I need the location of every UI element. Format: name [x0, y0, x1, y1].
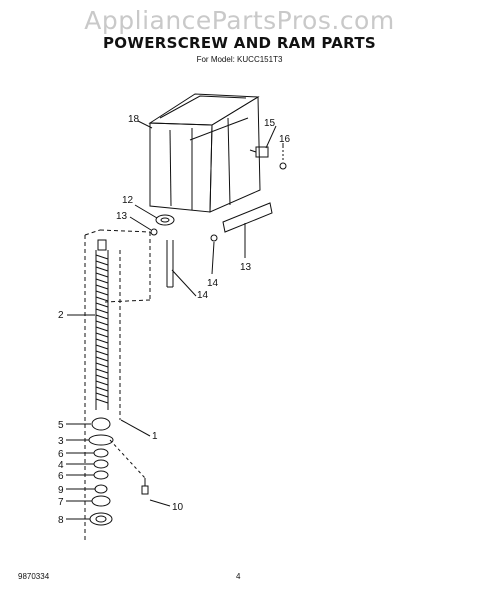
- bolt-10: [109, 439, 149, 495]
- ram-box: [148, 93, 261, 213]
- page-title: POWERSCREW AND RAM PARTS: [103, 34, 376, 52]
- rod-16: [166, 240, 174, 288]
- channel-15: [222, 202, 273, 258]
- callout-2: 2: [58, 310, 64, 321]
- callout-5: 5: [58, 420, 64, 431]
- callout-16: 14: [197, 290, 209, 301]
- part-14: [210, 234, 218, 242]
- callout-6b: 6: [58, 471, 64, 482]
- callout-15: 13: [240, 262, 252, 273]
- callout-18: 16: [279, 134, 291, 145]
- callout-12: 12: [122, 195, 134, 206]
- callout-1: 1: [152, 431, 158, 442]
- part-13: [150, 228, 158, 236]
- callout-4: 4: [58, 460, 64, 471]
- screw-18: [279, 146, 287, 170]
- leader-lines: [66, 120, 284, 520]
- assembly-dashed: [84, 229, 151, 540]
- doc-number: 9870334: [18, 572, 50, 581]
- page-number: 4: [236, 572, 241, 581]
- lower-stack: [88, 417, 114, 526]
- model-subtitle: For Model: KUCC151T3: [196, 55, 283, 64]
- callout-3: 3: [58, 436, 64, 447]
- callout-14: 14: [207, 278, 219, 289]
- callout-6a: 6: [58, 449, 64, 460]
- power-screw: [95, 239, 109, 410]
- callout-11: 18: [128, 114, 140, 125]
- callout-7: 7: [58, 497, 64, 508]
- callout-8: 8: [58, 515, 64, 526]
- callout-17: 15: [264, 118, 276, 129]
- callout-9: 9: [58, 485, 64, 496]
- callout-10: 10: [172, 502, 184, 513]
- nut-plate-12: [155, 214, 175, 226]
- watermark: AppliancePartsPros.com: [84, 6, 395, 35]
- callout-13: 13: [116, 211, 128, 222]
- bracket-17: [249, 146, 269, 158]
